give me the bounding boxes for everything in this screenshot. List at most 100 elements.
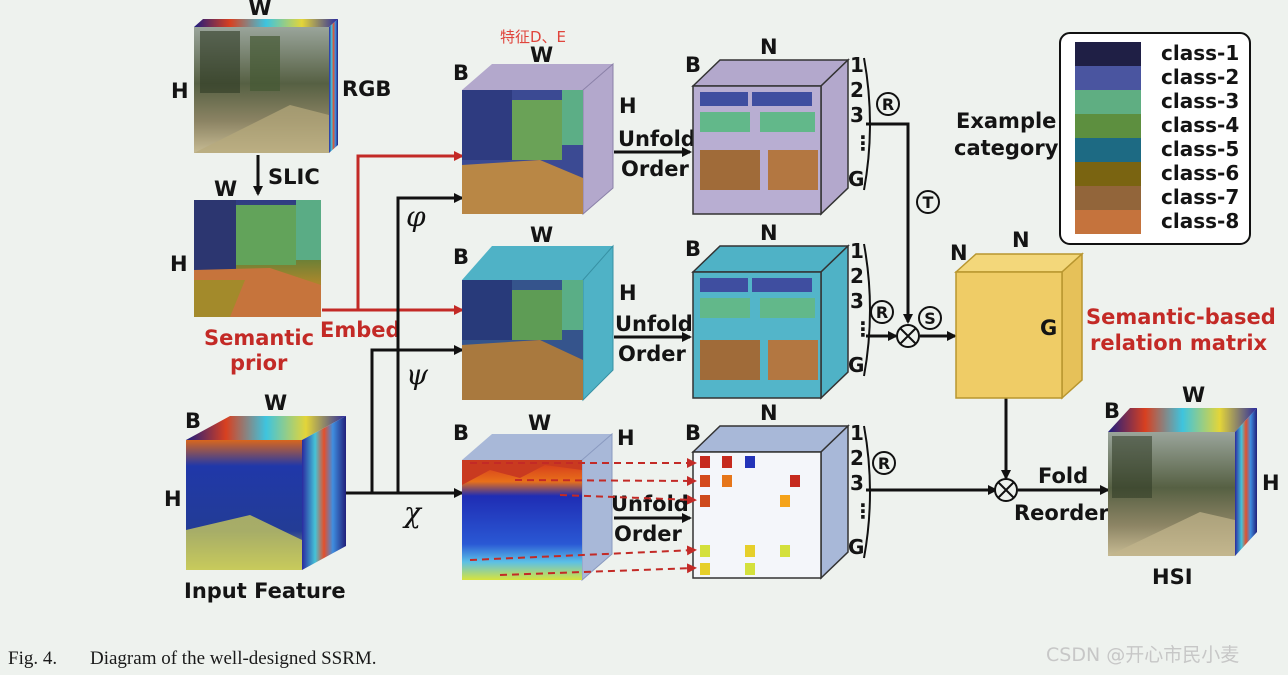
- r-symbol-bot: R: [872, 451, 896, 475]
- svg-text:R: R: [876, 303, 888, 322]
- bottom-branch-cube: [462, 432, 613, 582]
- bot-b-label: B: [453, 421, 469, 445]
- legend-label-3: class-3: [1161, 89, 1239, 113]
- legend-swatch-7: [1075, 186, 1141, 210]
- caption-fig: Fig. 4.: [8, 648, 57, 669]
- middle-branch-cube: [462, 244, 614, 402]
- caption-text: Diagram of the well-designed SSRM.: [90, 648, 377, 669]
- legend-swatch-5: [1075, 138, 1141, 162]
- psi-symbol: ψ: [406, 358, 429, 391]
- svg-text:2: 2: [850, 446, 864, 470]
- midu-b-label: B: [685, 237, 701, 261]
- input-w-label: W: [264, 391, 287, 415]
- legend-label-4: class-4: [1161, 113, 1239, 137]
- legend-swatch-6: [1075, 162, 1141, 186]
- unfold-label-bot: Unfold: [611, 492, 689, 516]
- r-symbol-mid: R: [870, 300, 894, 324]
- hsi-h-label: H: [1262, 471, 1280, 495]
- watermark: CSDN @开心市民小麦: [1046, 644, 1239, 666]
- input-feature-cube: [186, 416, 346, 570]
- svg-text:S: S: [924, 309, 936, 328]
- unfold-label-mid: Unfold: [615, 312, 693, 336]
- topu-n-label: N: [760, 35, 778, 59]
- unfold-arrows: [614, 147, 692, 523]
- top-b-label: B: [453, 61, 469, 85]
- legend-label-2: class-2: [1161, 65, 1239, 89]
- segmentation-map: [194, 200, 321, 317]
- relation-matrix-label-2: relation matrix: [1090, 331, 1268, 355]
- middle-unfold-cube: [691, 244, 850, 400]
- seg-w-label: W: [214, 177, 237, 201]
- svg-text:R: R: [878, 454, 890, 473]
- multiply-node-1: [896, 324, 920, 348]
- index-column-top: 1 2 3 ⋮ G: [848, 53, 873, 191]
- reorder-label: Reorder: [1014, 501, 1109, 525]
- svg-text:⋮: ⋮: [853, 499, 873, 523]
- svg-text:1: 1: [850, 239, 864, 263]
- rel-g-label: G: [1040, 316, 1057, 340]
- mid-w-label: W: [530, 223, 553, 247]
- svg-text:R: R: [882, 95, 894, 114]
- merge-lines: [866, 122, 1110, 495]
- unfold-label-top: Unfold: [618, 127, 696, 151]
- legend-label-6: class-6: [1161, 161, 1239, 185]
- top-branch-cube: [462, 62, 614, 216]
- order-label-mid: Order: [618, 342, 686, 366]
- botu-b-label: B: [685, 421, 701, 445]
- fold-label: Fold: [1038, 464, 1088, 488]
- legend-label-8: class-8: [1161, 209, 1239, 233]
- bot-w-label: W: [528, 411, 551, 435]
- legend-swatch-2: [1075, 66, 1141, 90]
- botu-n-label: N: [760, 401, 778, 425]
- rel-n-label-2: N: [1012, 228, 1030, 252]
- legend-label-1: class-1: [1161, 41, 1239, 65]
- top-w-label: W: [530, 43, 553, 67]
- hsi-w-label: W: [1182, 383, 1205, 407]
- multiply-node-2: [994, 478, 1018, 502]
- bot-h-label: H: [617, 426, 635, 450]
- r-symbol-top: R: [876, 92, 900, 116]
- rgb-h-label: H: [171, 79, 189, 103]
- svg-text:2: 2: [850, 264, 864, 288]
- input-feature-label: Input Feature: [184, 579, 346, 603]
- svg-text:G: G: [848, 167, 864, 191]
- relation-matrix-label-1: Semantic-based: [1086, 305, 1276, 329]
- input-branch-lines: [346, 193, 464, 498]
- order-label-bot: Order: [614, 522, 682, 546]
- svg-text:T: T: [923, 193, 934, 212]
- top-h-label: H: [619, 94, 637, 118]
- svg-text:⋮: ⋮: [853, 131, 873, 155]
- svg-text:3: 3: [850, 289, 864, 313]
- example-category-label-1: Example: [956, 109, 1056, 133]
- relation-matrix-cube: [954, 252, 1084, 400]
- phi-symbol: φ: [406, 200, 426, 233]
- rgb-image: [194, 19, 338, 153]
- legend-swatch-8: [1075, 210, 1141, 234]
- legend-label-5: class-5: [1161, 137, 1239, 161]
- bottom-unfold-cube: [691, 424, 850, 580]
- svg-text:G: G: [848, 353, 864, 377]
- semantic-prior-label-2: prior: [230, 351, 288, 375]
- legend-swatch-4: [1075, 114, 1141, 138]
- dashed-mapping-arrows: [469, 458, 697, 576]
- index-column-mid: 1 2 3 ⋮ G: [848, 239, 873, 377]
- input-b-label: B: [185, 409, 201, 433]
- svg-text:3: 3: [850, 471, 864, 495]
- rgb-w-label: W: [248, 0, 271, 20]
- legend-label-7: class-7: [1161, 185, 1239, 209]
- rel-n-label-1: N: [950, 241, 968, 265]
- svg-text:1: 1: [850, 53, 864, 77]
- mid-b-label: B: [453, 245, 469, 269]
- input-h-label: H: [164, 487, 182, 511]
- topu-b-label: B: [685, 53, 701, 77]
- rgb-label: RGB: [342, 77, 391, 101]
- svg-text:G: G: [848, 535, 864, 559]
- legend-swatch-1: [1075, 42, 1141, 66]
- semantic-prior-label-1: Semantic: [204, 326, 314, 350]
- order-label-top: Order: [621, 157, 689, 181]
- chi-symbol: χ: [402, 496, 423, 529]
- hsi-cube: [1108, 408, 1257, 556]
- midu-n-label: N: [760, 221, 778, 245]
- hsi-b-label: B: [1104, 399, 1120, 423]
